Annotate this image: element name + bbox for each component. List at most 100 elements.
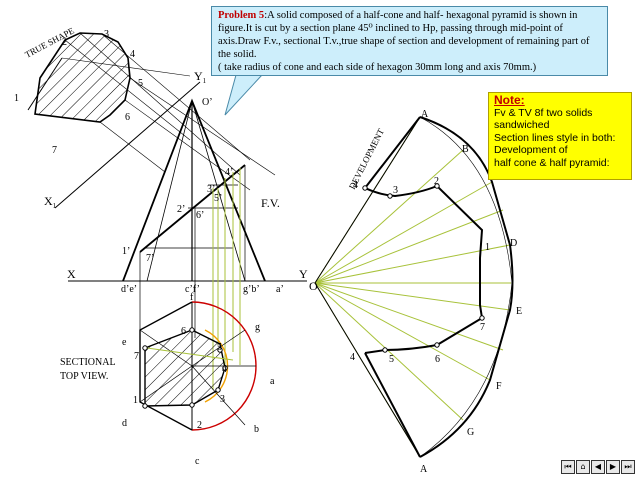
dev-generator-d <box>314 244 511 284</box>
dev-point-7: 7 <box>480 322 485 333</box>
fv-point-5: 5’ <box>214 193 222 204</box>
slide-navigation: ⏮ ⌂ ◀ ▶ ⏭ <box>561 460 635 474</box>
dev-edge-bottom <box>314 282 421 458</box>
dev-letter-b: B <box>462 144 469 155</box>
fv-point-7: 7’ <box>146 253 154 264</box>
true-shape-projector-2 <box>64 39 191 141</box>
x1-label: X1 <box>44 194 57 210</box>
ts-point-6: 6 <box>125 112 130 123</box>
dev-generator-f <box>314 282 491 381</box>
dev-generator-c2 <box>314 209 504 284</box>
tv-letter-b: b <box>254 424 259 435</box>
tv-point-7: 7 <box>134 351 139 362</box>
tv-letter-d: d <box>122 418 127 429</box>
problem-statement-callout: Problem 5:A solid composed of a half-con… <box>211 6 608 76</box>
tv-letter-c: c <box>195 456 200 467</box>
dev-section-curve <box>364 184 484 354</box>
tv-letter-f: f <box>190 292 194 303</box>
front-view: F.V. O’ 1’ 7’ 2’ 6’ 3’ 5’ 4’ X Y d’e’ c’… <box>67 97 308 398</box>
dev-edge-top-bold <box>364 116 421 189</box>
sectional-top-view: SECTIONAL TOP VIEW. f g a b c d e 1 2 3 … <box>60 292 275 467</box>
tv-point-4: 4 <box>222 364 227 375</box>
fv-point-6: 6’ <box>196 210 204 221</box>
fv-label: F.V. <box>261 196 280 210</box>
dev-point-2: 2 <box>434 176 439 187</box>
true-shape-projector-5 <box>124 99 251 191</box>
xy-gb-label: g’b’ <box>243 284 260 295</box>
tv-point-1: 1 <box>133 395 138 406</box>
ts-point-5: 5 <box>138 78 143 89</box>
problem-callout-pointer <box>224 74 264 116</box>
x1y1-line <box>54 81 201 209</box>
dev-generator-c <box>314 181 493 284</box>
dev-generator-f1 <box>314 282 504 351</box>
dev-point-3: 3 <box>393 185 398 196</box>
navigation-prev-icon[interactable]: ◀ <box>591 460 605 474</box>
dev-letter-d: D <box>510 238 517 249</box>
tv-half-hexagon <box>139 301 193 431</box>
dev-o-label: O <box>309 279 318 293</box>
fv-point-2: 2’ <box>177 204 185 215</box>
dev-letter-e: E <box>516 306 522 317</box>
ts-point-2: 2 <box>62 37 67 48</box>
tv-point-6: 6 <box>181 326 186 337</box>
fv-point-1: 1’ <box>122 246 130 257</box>
dev-point-5: 5 <box>389 354 394 365</box>
fv-point-4: 4’ <box>225 167 233 178</box>
note-line-3: Section lines style in both: <box>494 131 616 144</box>
dev-point-marker-3 <box>387 193 393 199</box>
tv-green-guide <box>146 347 234 361</box>
tv-section-hatch <box>144 329 226 407</box>
dev-generator-b <box>314 149 464 284</box>
ts-point-7: 7 <box>52 145 57 156</box>
fv-o-prime: O’ <box>202 97 213 108</box>
note-line-1: Fv & TV 8f two solids <box>494 106 593 119</box>
dev-point-4-bot: 4 <box>350 352 355 363</box>
dev-edge-top <box>314 116 421 284</box>
problem-text: :A solid composed of a half-cone and hal… <box>218 10 590 60</box>
dev-letter-g: G <box>467 427 474 438</box>
dev-letter-a-top: A <box>421 109 429 120</box>
dev-outer-arc <box>419 116 514 458</box>
note-title: Note: <box>494 93 525 107</box>
tv-point-marker-2 <box>189 402 195 408</box>
tv-point-marker-1 <box>142 403 148 409</box>
navigation-last-icon[interactable]: ⏭ <box>621 460 635 474</box>
fv-edge-e <box>146 100 193 282</box>
navigation-next-icon[interactable]: ▶ <box>606 460 620 474</box>
x-label: X <box>67 267 76 281</box>
dev-edge-bottom-bold <box>364 352 421 458</box>
note-line-4: Development of <box>494 144 568 156</box>
navigation-first-icon[interactable]: ⏮ <box>561 460 575 474</box>
tv-point-5: 5 <box>217 342 222 353</box>
tv-letter-e: e <box>122 337 127 348</box>
tv-point-marker-7 <box>142 345 148 351</box>
ts-point-3: 3 <box>104 29 109 40</box>
problem-dimensions-note: ( take radius of cone and each side of h… <box>218 62 537 73</box>
dev-point-marker-5 <box>382 347 388 353</box>
dev-point-marker-7 <box>479 315 485 321</box>
note-box: Note: Fv & TV 8f two solids sandwiched S… <box>488 92 632 180</box>
tv-point-3: 3 <box>220 394 225 405</box>
navigation-home-icon[interactable]: ⌂ <box>576 460 590 474</box>
dev-generator-e <box>314 282 511 311</box>
dev-point-1: 1 <box>485 242 490 253</box>
tv-point-2: 2 <box>197 420 202 431</box>
fv-point-3: 3’ <box>207 184 215 195</box>
tv-point-marker-3 <box>215 387 221 393</box>
dev-generator-g <box>314 282 464 421</box>
dev-point-4-top: 4 <box>353 180 358 191</box>
dev-point-marker-2 <box>434 183 440 189</box>
problem-title: Problem 5 <box>218 10 265 21</box>
sectional-tv-label-2: TOP VIEW. <box>60 371 108 382</box>
y1-label: Y1 <box>194 69 207 85</box>
dev-letter-f: F <box>496 381 502 392</box>
tv-point-marker-5 <box>217 347 223 353</box>
sectional-tv-label-1: SECTIONAL <box>60 357 116 368</box>
true-shape-projector-4 <box>101 33 251 161</box>
dev-point-marker-6 <box>434 342 440 348</box>
xy-cf-label: c’f’ <box>185 284 200 295</box>
xy-a-label: a’ <box>276 284 284 295</box>
tv-letter-g: g <box>255 322 260 333</box>
